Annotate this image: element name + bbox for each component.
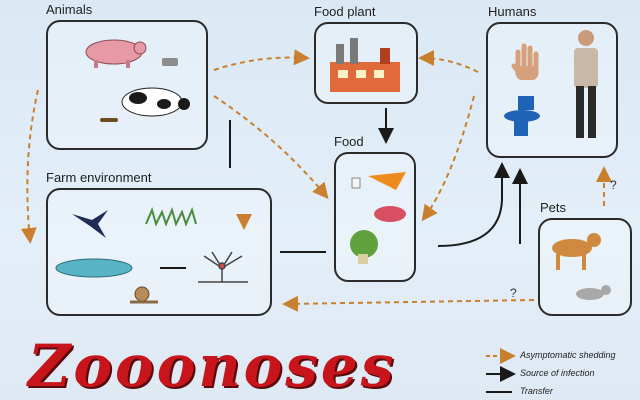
cow-icon bbox=[121, 87, 190, 117]
farm-environment-box bbox=[46, 188, 272, 316]
arrow-animals-to-farm bbox=[20, 89, 39, 244]
transfer-arrows bbox=[160, 108, 528, 269]
cat-icon bbox=[576, 285, 611, 300]
arrow-food-to-humans bbox=[437, 162, 510, 247]
legend-label-source: Source of infection bbox=[520, 368, 595, 378]
grass-icon bbox=[145, 207, 197, 227]
pig-icon bbox=[85, 39, 178, 68]
hand-icon bbox=[511, 43, 539, 80]
legend-label-transfer: Transfer bbox=[520, 386, 553, 396]
factory-icon bbox=[330, 38, 400, 92]
arrow-humans-to-foodplant bbox=[418, 50, 479, 73]
question-mark-pets-humans: ? bbox=[610, 178, 617, 192]
bird-icon bbox=[72, 210, 108, 238]
question-mark-pets-farm: ? bbox=[510, 286, 517, 300]
arrow-animals-to-foodplant bbox=[213, 49, 310, 71]
pets-label: Pets bbox=[540, 200, 567, 215]
page-title: Zooonoses bbox=[28, 332, 397, 400]
humans-label: Humans bbox=[488, 4, 537, 19]
snail-icon bbox=[130, 286, 158, 304]
animals-label: Animals bbox=[46, 2, 93, 17]
arrow-animals-to-food bbox=[213, 95, 329, 200]
manure-icon bbox=[100, 118, 118, 122]
arrow-humans-to-food bbox=[421, 95, 475, 222]
legend-graphics bbox=[486, 348, 516, 393]
person-icon bbox=[574, 30, 598, 138]
dog-icon bbox=[552, 233, 601, 270]
arrow-pets-to-farm bbox=[282, 295, 535, 312]
food-label: Food bbox=[334, 134, 364, 149]
sprinkler-icon bbox=[198, 251, 248, 283]
legend-label-shedding: Asymptomatic shedding bbox=[520, 350, 616, 360]
food-items-icon bbox=[350, 172, 406, 264]
pond-icon bbox=[55, 258, 133, 278]
food-plant-label: Food plant bbox=[314, 4, 376, 19]
farm-environment-label: Farm environment bbox=[46, 170, 152, 185]
shedding-arrows bbox=[20, 49, 612, 312]
toilet-icon bbox=[504, 96, 540, 136]
